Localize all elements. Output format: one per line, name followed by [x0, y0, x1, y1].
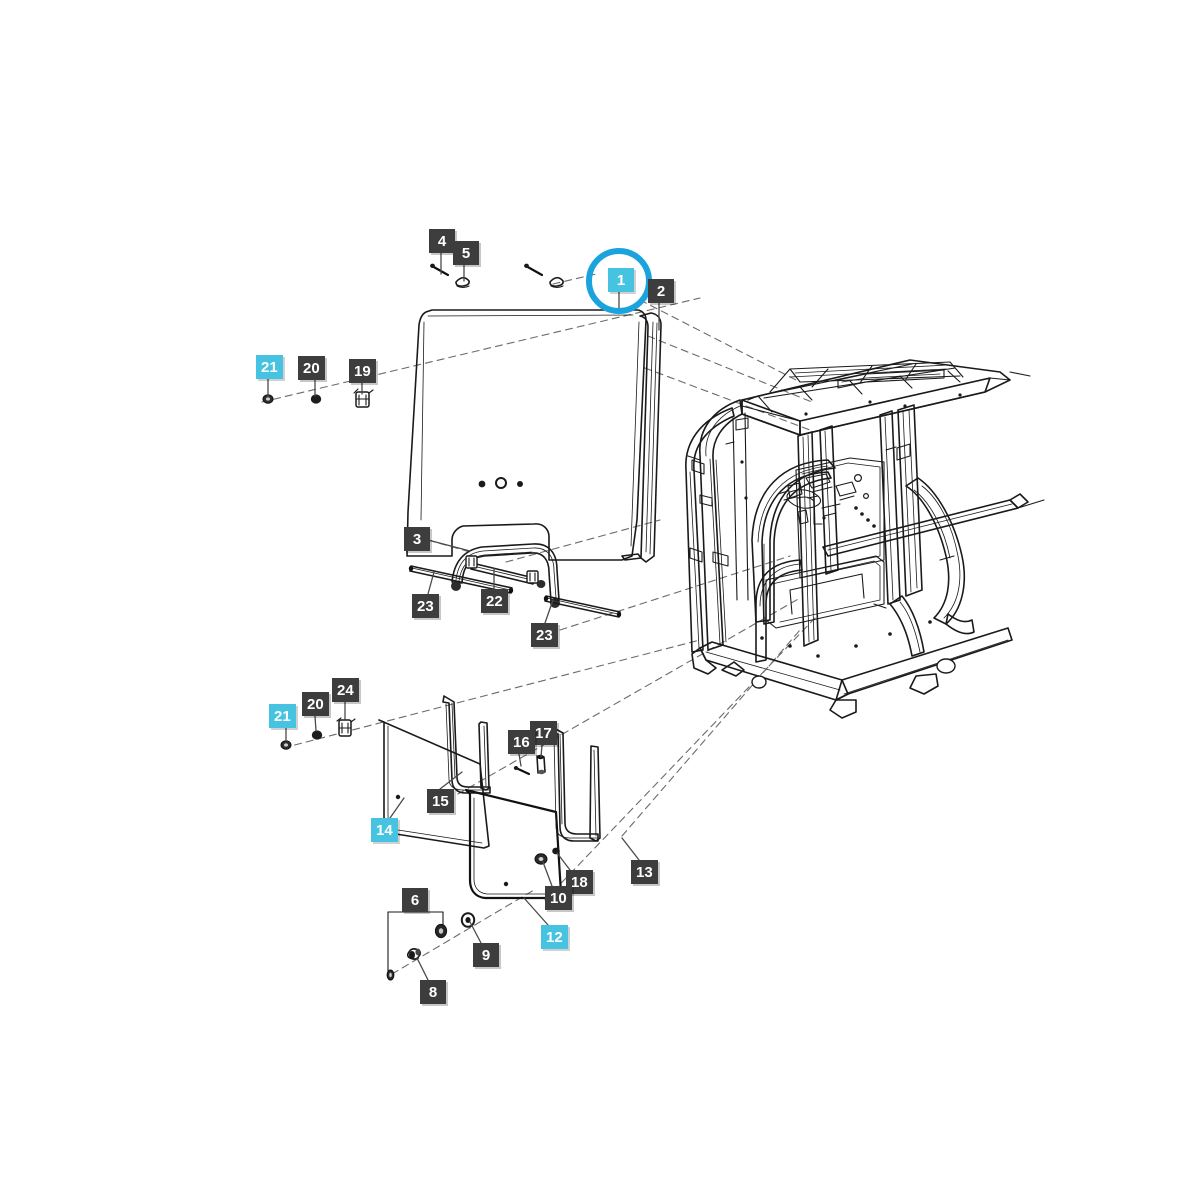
callout-label-text: 12 — [546, 928, 563, 946]
callout-label-text: 3 — [412, 530, 422, 548]
callout-label-text: 1 — [616, 271, 626, 289]
callout-label-4[interactable]: 4 — [429, 229, 455, 253]
side-glass-hole — [395, 794, 401, 800]
callout-label-text: 13 — [636, 863, 653, 881]
part-18-washer — [552, 847, 560, 855]
callout-label-20[interactable]: 20 — [302, 692, 329, 716]
part-5-grommet-right — [549, 276, 564, 289]
callout-leader-lines — [267, 252, 660, 981]
windshield-hole-right — [517, 481, 523, 487]
callout-label-text: 17 — [535, 724, 552, 742]
callout-label-text: 6 — [410, 891, 420, 909]
callout-label-text: 23 — [417, 597, 434, 615]
part-10-grommet — [534, 853, 548, 865]
callout-label-8[interactable]: 8 — [420, 980, 446, 1004]
part-1-windshield-glass — [406, 309, 647, 561]
callout-label-1[interactable]: 1 — [608, 268, 634, 292]
part-5-grommet-left — [455, 276, 470, 289]
callout-label-21[interactable]: 21 — [256, 355, 283, 379]
windshield-hole-left — [478, 480, 486, 488]
callout-label-text: 18 — [571, 873, 588, 891]
part-22-trim-clamp — [465, 555, 546, 588]
callout-label-text: 10 — [550, 889, 567, 907]
callout-label-text: 16 — [513, 733, 530, 751]
callout-label-text: 15 — [432, 792, 449, 810]
callout-label-text: 19 — [354, 362, 371, 380]
callout-label-text: 14 — [376, 821, 393, 839]
callout-label-22[interactable]: 22 — [481, 589, 508, 613]
callout-label-12[interactable]: 12 — [541, 925, 568, 949]
callout-label-text: 2 — [656, 282, 666, 300]
part-20-washer-upper — [310, 394, 322, 404]
part-21-nut-lower — [280, 740, 292, 750]
part-8-bolt-pair — [386, 948, 422, 981]
callout-label-16[interactable]: 16 — [508, 730, 535, 754]
callout-label-text: 4 — [437, 232, 447, 250]
part-20-washer-lower — [311, 730, 323, 740]
callout-label-19[interactable]: 19 — [349, 359, 376, 383]
callout-label-14[interactable]: 14 — [371, 818, 398, 842]
part-4-bolt-left — [430, 263, 450, 277]
callout-label-text: 20 — [303, 359, 320, 377]
callout-label-3[interactable]: 3 — [404, 527, 430, 551]
callout-label-23[interactable]: 23 — [412, 594, 439, 618]
rear-glass-hole — [503, 881, 509, 887]
callout-label-20[interactable]: 20 — [298, 356, 325, 380]
part-15-side-glass-seal — [442, 695, 491, 794]
callout-label-text: 23 — [536, 626, 553, 644]
windshield-hole-center — [495, 477, 507, 489]
part-2-windshield-seal — [621, 312, 662, 563]
callout-label-6[interactable]: 6 — [402, 888, 428, 912]
callout-label-text: 5 — [461, 244, 471, 262]
part-16-bolt — [513, 766, 531, 776]
part-13-rear-glass-seal — [550, 726, 601, 842]
callout-label-10[interactable]: 10 — [545, 886, 572, 910]
part-12-rear-quarter-glass — [464, 788, 563, 900]
callout-label-23[interactable]: 23 — [531, 623, 558, 647]
callout-label-text: 21 — [274, 707, 291, 725]
callout-label-24[interactable]: 24 — [332, 678, 359, 702]
callout-label-9[interactable]: 9 — [473, 943, 499, 967]
callout-label-2[interactable]: 2 — [648, 279, 674, 303]
part-17-spacer — [536, 754, 546, 775]
callout-label-21[interactable]: 21 — [269, 704, 296, 728]
part-19-clip — [353, 388, 374, 408]
part-24-clip — [336, 717, 356, 737]
tractor-cab-frame-assembly — [685, 359, 1045, 719]
callout-label-text: 8 — [428, 983, 438, 1001]
callout-label-text: 21 — [261, 358, 278, 376]
callout-label-text: 20 — [307, 695, 324, 713]
part-23-rod-right — [543, 595, 622, 618]
callout-label-text: 9 — [481, 946, 491, 964]
callout-label-5[interactable]: 5 — [453, 241, 479, 265]
callout-label-13[interactable]: 13 — [631, 860, 658, 884]
part-4-bolt-right — [524, 263, 544, 277]
part-9-nut — [434, 912, 476, 939]
callout-label-15[interactable]: 15 — [427, 789, 454, 813]
part-15-side-seal-rear — [478, 721, 490, 791]
callout-label-text: 22 — [486, 592, 503, 610]
callout-label-text: 24 — [337, 681, 354, 699]
